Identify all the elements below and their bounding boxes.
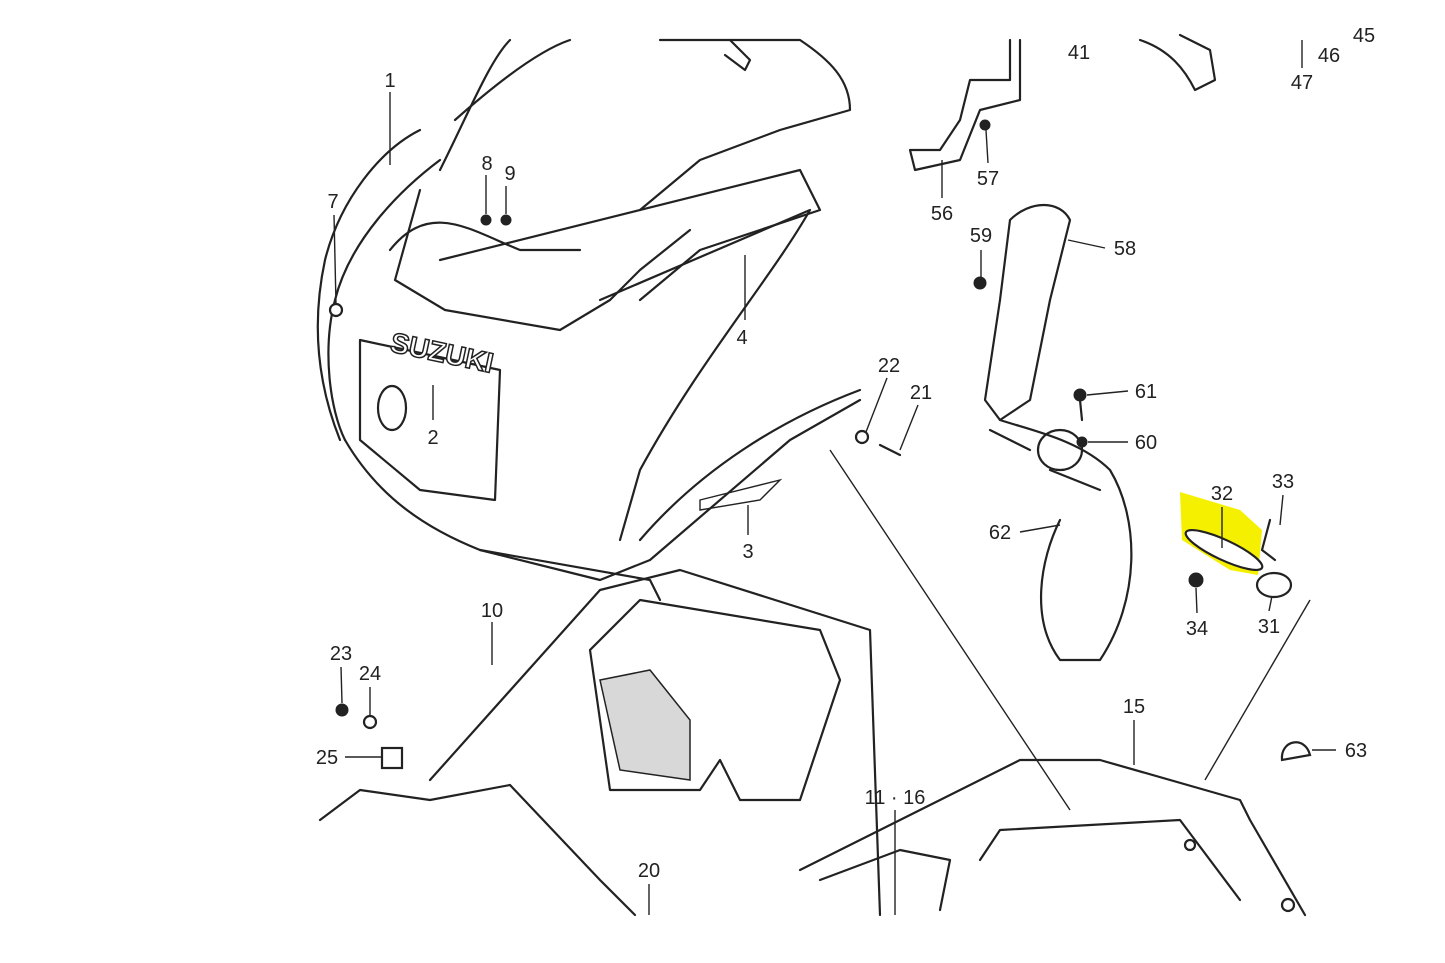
label-58: 58: [1114, 238, 1136, 260]
label-22: 22: [878, 355, 900, 377]
label-33: 33: [1272, 471, 1294, 493]
label-34: 34: [1186, 618, 1208, 640]
label-3: 3: [742, 541, 753, 563]
label-46: 46: [1318, 45, 1340, 67]
air-duct: [983, 204, 1133, 662]
label-56: 56: [931, 203, 953, 225]
bracket-top: [723, 38, 752, 72]
label-23: 23: [330, 643, 352, 665]
label-20: 20: [638, 860, 660, 882]
label-45: 45: [1353, 25, 1375, 47]
label-24: 24: [359, 663, 381, 685]
leader-lines: [333, 40, 1336, 915]
label-15: 15: [1123, 696, 1145, 718]
suzuki-logo: SUZUKI: [388, 327, 496, 379]
label-41: 41: [1068, 42, 1090, 64]
bottom-crop-strip: [0, 918, 1445, 963]
label-47: 47: [1291, 72, 1313, 94]
part-32-plate: [1184, 528, 1264, 572]
label-11-16: 11 · 16: [865, 787, 926, 809]
label-63: 63: [1345, 740, 1367, 762]
part-labels: 1 7 8 9 4 2 22 21 3 10 23 24 25 20 11 · …: [316, 25, 1375, 882]
bracket-41: [1138, 33, 1217, 92]
bracket-56: [908, 38, 1022, 172]
label-59: 59: [970, 225, 992, 247]
label-32: 32: [1211, 483, 1233, 505]
label-4: 4: [736, 327, 747, 349]
label-10: 10: [481, 600, 503, 622]
label-31: 31: [1258, 616, 1280, 638]
label-25: 25: [316, 747, 338, 769]
fasteners: [328, 119, 1312, 913]
label-1: 1: [384, 70, 395, 92]
label-2: 2: [427, 427, 438, 449]
top-crop-strip: [0, 0, 1445, 18]
lower-cowling: [318, 568, 1307, 917]
label-62: 62: [989, 522, 1011, 544]
label-57: 57: [977, 168, 999, 190]
label-9: 9: [504, 163, 515, 185]
label-8: 8: [481, 153, 492, 175]
label-7: 7: [327, 191, 338, 213]
label-61: 61: [1135, 381, 1157, 403]
label-60: 60: [1135, 432, 1157, 454]
label-21: 21: [910, 382, 932, 404]
upper-cowling: SUZUKI: [316, 38, 862, 602]
